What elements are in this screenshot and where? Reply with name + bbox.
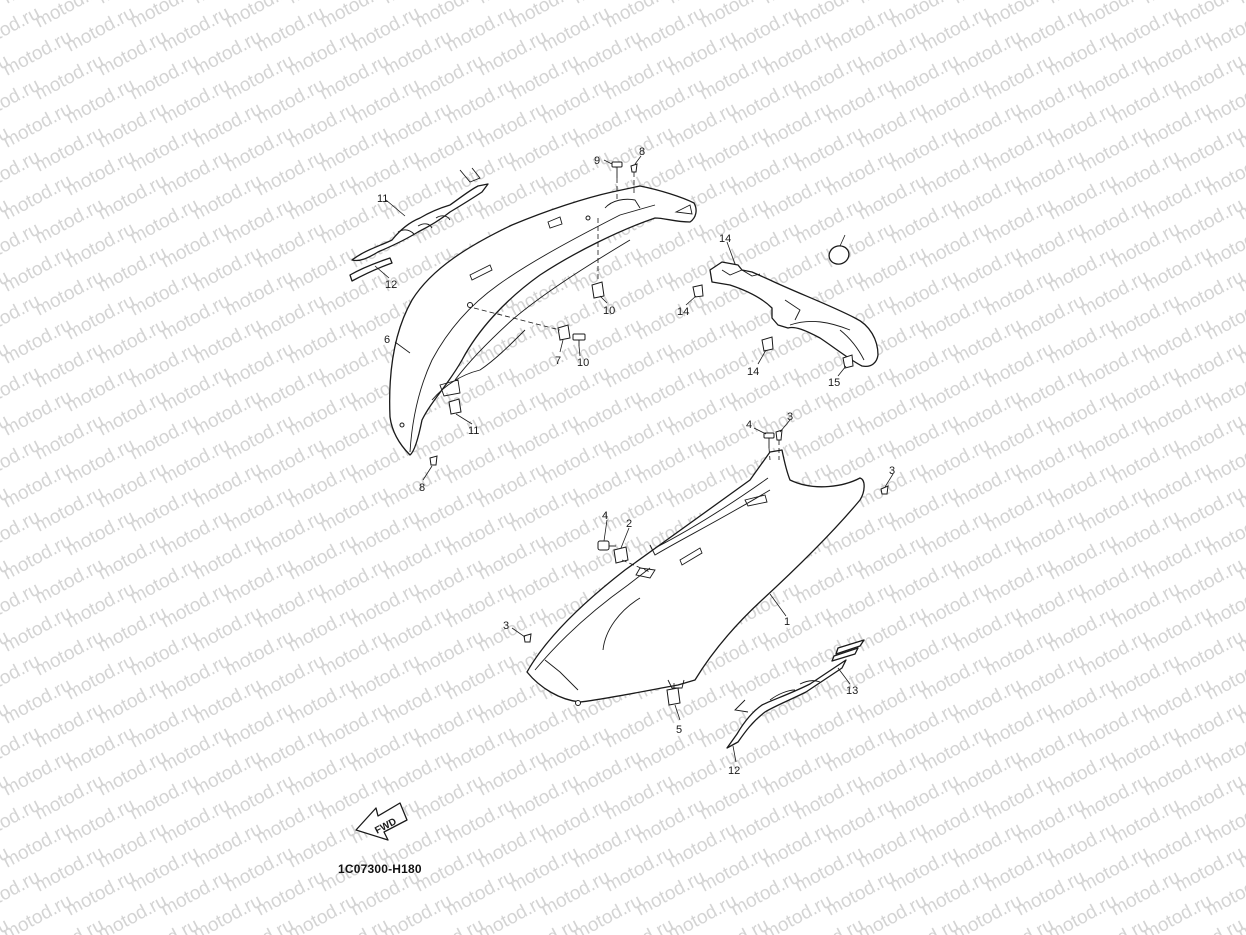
callout-label-5: 5 [676, 724, 682, 736]
lower-side-cover-part-1 [526, 449, 865, 706]
callout-label-6: 6 [384, 334, 390, 346]
callout-label-14: 14 [747, 366, 759, 378]
callout-label-14: 14 [677, 306, 689, 318]
callout-label-1: 1 [784, 616, 790, 628]
nut-part-5 [666, 687, 681, 706]
nut-part-7 [557, 324, 571, 341]
callout-label-11: 11 [377, 193, 388, 205]
callout-label-9: 9 [594, 155, 600, 167]
callout-label-8: 8 [639, 146, 645, 158]
stripe-lower-part-12 [831, 639, 865, 662]
diagram-reference-code: 1C07300-H180 [338, 862, 422, 876]
clip-part-8-upper [630, 163, 638, 173]
clip-part-8-lower [429, 455, 438, 466]
callout-label-12: 12 [385, 279, 397, 291]
leader-lines [374, 155, 894, 763]
nut-part-14-b [761, 336, 774, 352]
nut-part-14-c [842, 354, 854, 369]
callout-label-4: 4 [602, 510, 608, 522]
upper-side-cover-part-6 [389, 185, 697, 456]
callout-label-11: 12 [728, 765, 740, 777]
callout-label-10: 10 [603, 305, 615, 317]
callout-label-8: 8 [419, 482, 425, 494]
callout-label-3: 3 [503, 620, 509, 632]
nut-part-10-lower [448, 398, 462, 415]
assembly-lines [473, 172, 780, 688]
callout-labels: 9 8 10 7 10 11 8 6 11 12 14 14 14 15 4 3… [377, 146, 895, 777]
nut-part-14-a [692, 284, 704, 298]
forward-direction-arrow: FWD [355, 802, 408, 841]
hardware-group [429, 161, 889, 706]
nut-part-2 [613, 546, 629, 564]
clip-part-3-left [523, 633, 532, 643]
screw-part-4-lower [597, 540, 616, 551]
callout-label-2: 2 [626, 518, 632, 530]
screw-part-9-upper [611, 161, 623, 178]
nut-part-10-upper [591, 281, 605, 299]
callout-label-7: 7 [555, 355, 561, 367]
callout-label-10: 11 [468, 425, 479, 437]
round-cap-part-15 [828, 245, 850, 265]
callout-label-12: 13 [846, 685, 858, 697]
callout-label-4: 4 [746, 419, 752, 431]
xmax-emblem-lower-part-11 [726, 659, 847, 749]
callout-label-3: 3 [889, 465, 895, 477]
screw-part-9-lower [572, 333, 586, 346]
callout-label-9: 10 [577, 357, 589, 369]
xmax-emblem-upper-part-11 [351, 167, 489, 262]
rear-cover-part-13 [709, 261, 879, 368]
clip-part-3-upper [775, 429, 783, 441]
clip-part-3-right [880, 485, 889, 495]
stripe-upper-part-12 [349, 257, 393, 282]
screw-part-4-upper [763, 432, 775, 448]
callout-label-13: 14 [719, 233, 731, 245]
callout-label-3: 3 [787, 411, 793, 423]
callout-label-14: 15 [828, 377, 840, 389]
